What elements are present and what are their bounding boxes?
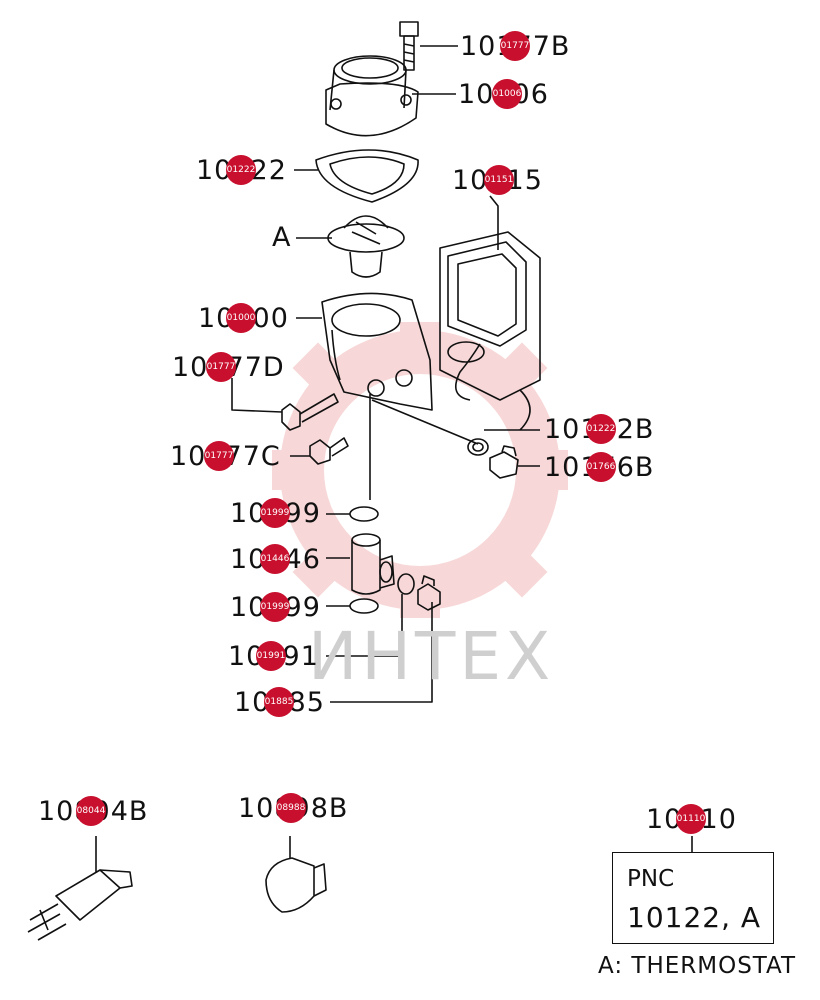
thermostat xyxy=(327,215,405,278)
pnc-heading: PNC xyxy=(627,866,675,892)
watermark-text: ИНТЕХ xyxy=(308,618,555,695)
part-hotspot-10176b[interactable]: 01766 xyxy=(586,452,616,482)
part-hotspot-10185[interactable]: 01885 xyxy=(264,687,294,717)
tee-fitting xyxy=(351,533,395,595)
water-outlet-fitting xyxy=(325,55,419,137)
gasket xyxy=(315,149,419,203)
part-hotspot-10006[interactable]: 01006 xyxy=(492,79,522,109)
pnc-box: PNC 10122, A xyxy=(612,852,774,944)
pnc-value: 10122, A xyxy=(627,901,762,934)
thermostat-housing xyxy=(321,292,433,500)
part-hotspot-10122[interactable]: 01222 xyxy=(226,155,256,185)
legend-thermostat: A: THERMOSTAT xyxy=(598,953,797,979)
part-hotspot-10177c[interactable]: 01777 xyxy=(204,441,234,471)
part-hotspot-10000[interactable]: 01000 xyxy=(226,303,256,333)
bolt-10177b xyxy=(399,21,419,71)
plug-10176b xyxy=(489,445,519,479)
part-hotspot-10804b[interactable]: 08044 xyxy=(76,796,106,826)
temperature-sensor xyxy=(27,836,133,941)
part-hotspot-10177d[interactable]: 01777 xyxy=(206,352,236,382)
part-label-a: A xyxy=(272,222,292,253)
part-hotspot-10191[interactable]: 01991 xyxy=(256,641,286,671)
o-ring-lower xyxy=(349,598,379,614)
washer-10122b xyxy=(467,438,489,456)
engine-block xyxy=(439,231,541,431)
part-hotspot-10199-lower[interactable]: 01999 xyxy=(260,592,290,622)
gasket-10191 xyxy=(397,573,415,595)
bolt-10177d xyxy=(281,393,339,431)
part-hotspot-10115[interactable]: 01151 xyxy=(484,165,514,195)
part-hotspot-10146[interactable]: 01446 xyxy=(260,544,290,574)
part-hotspot-10898b[interactable]: 08988 xyxy=(276,793,306,823)
part-hotspot-10177b[interactable]: 01777 xyxy=(500,31,530,61)
plug-10185 xyxy=(417,575,441,611)
plug-10898b xyxy=(265,836,327,913)
part-hotspot-10122b[interactable]: 01222 xyxy=(586,414,616,444)
part-hotspot-10110[interactable]: 01110 xyxy=(676,804,706,834)
part-hotspot-10199-upper[interactable]: 01999 xyxy=(260,498,290,528)
o-ring-upper xyxy=(349,506,379,522)
